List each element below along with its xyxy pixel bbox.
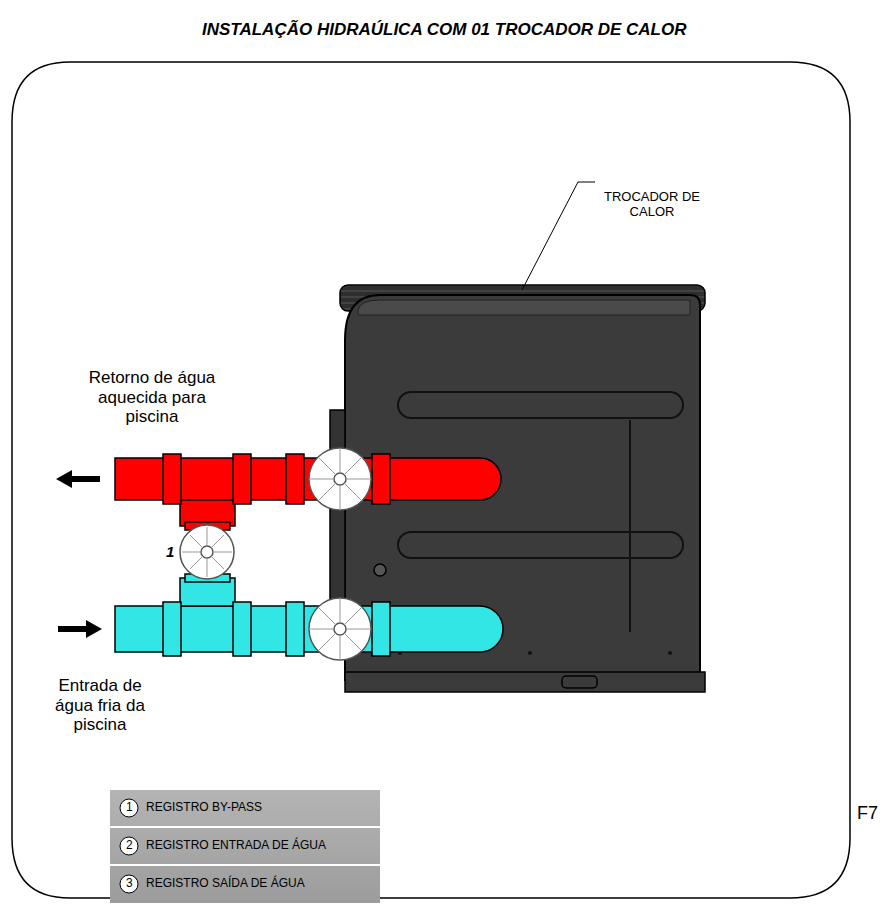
legend-number: 3 [126, 877, 133, 891]
leader-line [522, 182, 595, 290]
callout-number: 1 [166, 543, 174, 560]
valve [180, 448, 371, 660]
legend-text: REGISTRO ENTRADA DE ÁGUA [146, 839, 326, 853]
figure-number: F7 [857, 803, 878, 824]
part-label: TROCADOR DE CALOR [602, 190, 702, 220]
flow-label: Retorno de água aquecida para piscina [82, 368, 222, 427]
cold-pipe [115, 574, 503, 656]
hot-pipe [115, 454, 501, 530]
frame [12, 62, 850, 898]
flow-label: Entrada de água fria da piscina [45, 676, 155, 735]
legend-number: 2 [126, 839, 133, 853]
flow-arrow [56, 470, 102, 638]
heat-exchanger [330, 285, 705, 692]
legend-text: REGISTRO SAÍDA DE ÁGUA [146, 877, 305, 891]
legend-panel [110, 790, 380, 903]
title: INSTALAÇÃO HIDRAÚLICA COM 01 TROCADOR DE… [202, 20, 687, 40]
legend-circle [120, 799, 138, 893]
legend-number: 1 [126, 801, 133, 815]
legend-text: REGISTRO BY-PASS [146, 801, 262, 815]
